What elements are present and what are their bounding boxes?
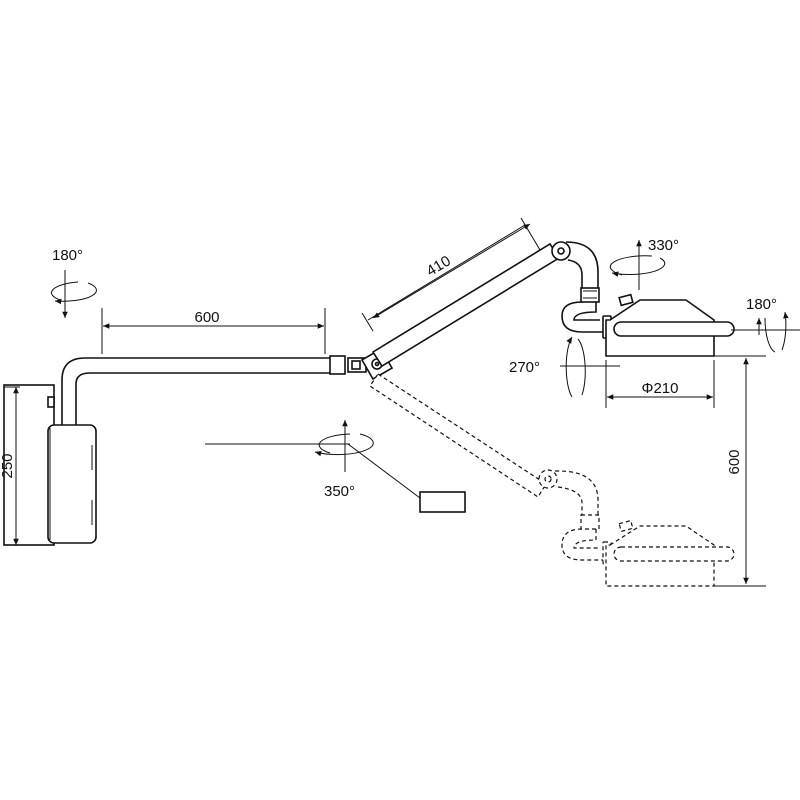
upper-angled-arm [371,241,600,368]
wall-height-label: 250 [0,453,16,478]
horizontal-arm-dimension: 600 [101,308,326,354]
upper-arm-label: 410 [424,252,454,279]
head-spin-rotation-label: 180° [746,296,777,313]
wall-mount-box [3,384,97,546]
head-diameter-dimension: Φ210 [605,360,715,408]
head-diameter-label: Φ210 [642,380,679,397]
horizontal-arm [329,355,367,375]
wall-height-dimension: 250 [0,386,20,546]
head-yoke-rotation-symbol: 330° [609,237,679,290]
vertical-travel-dimension: 600 [714,355,766,587]
vertical-travel-label: 600 [726,449,743,474]
horizontal-arm-label: 600 [194,309,219,326]
head-tilt-rotation-label: 270° [509,359,540,376]
elbow-rotation-label: 350° [324,483,355,500]
lamp-head-upper [561,293,735,357]
head-spin-rotation-symbol: 180° [731,296,800,353]
lowered-arm-dashed [369,373,600,530]
control-handle-box [347,443,466,513]
wall-pivot-rotation-symbol: 180° [51,247,97,318]
head-tilt-rotation-symbol: 270° [509,336,620,398]
wall-pivot-rotation-label: 180° [52,247,83,264]
mount-post [61,357,330,425]
head-yoke-rotation-label: 330° [648,237,679,254]
lamp-head-lowered-dashed [561,519,735,587]
elbow-rotation-symbol: 350° [205,420,374,500]
